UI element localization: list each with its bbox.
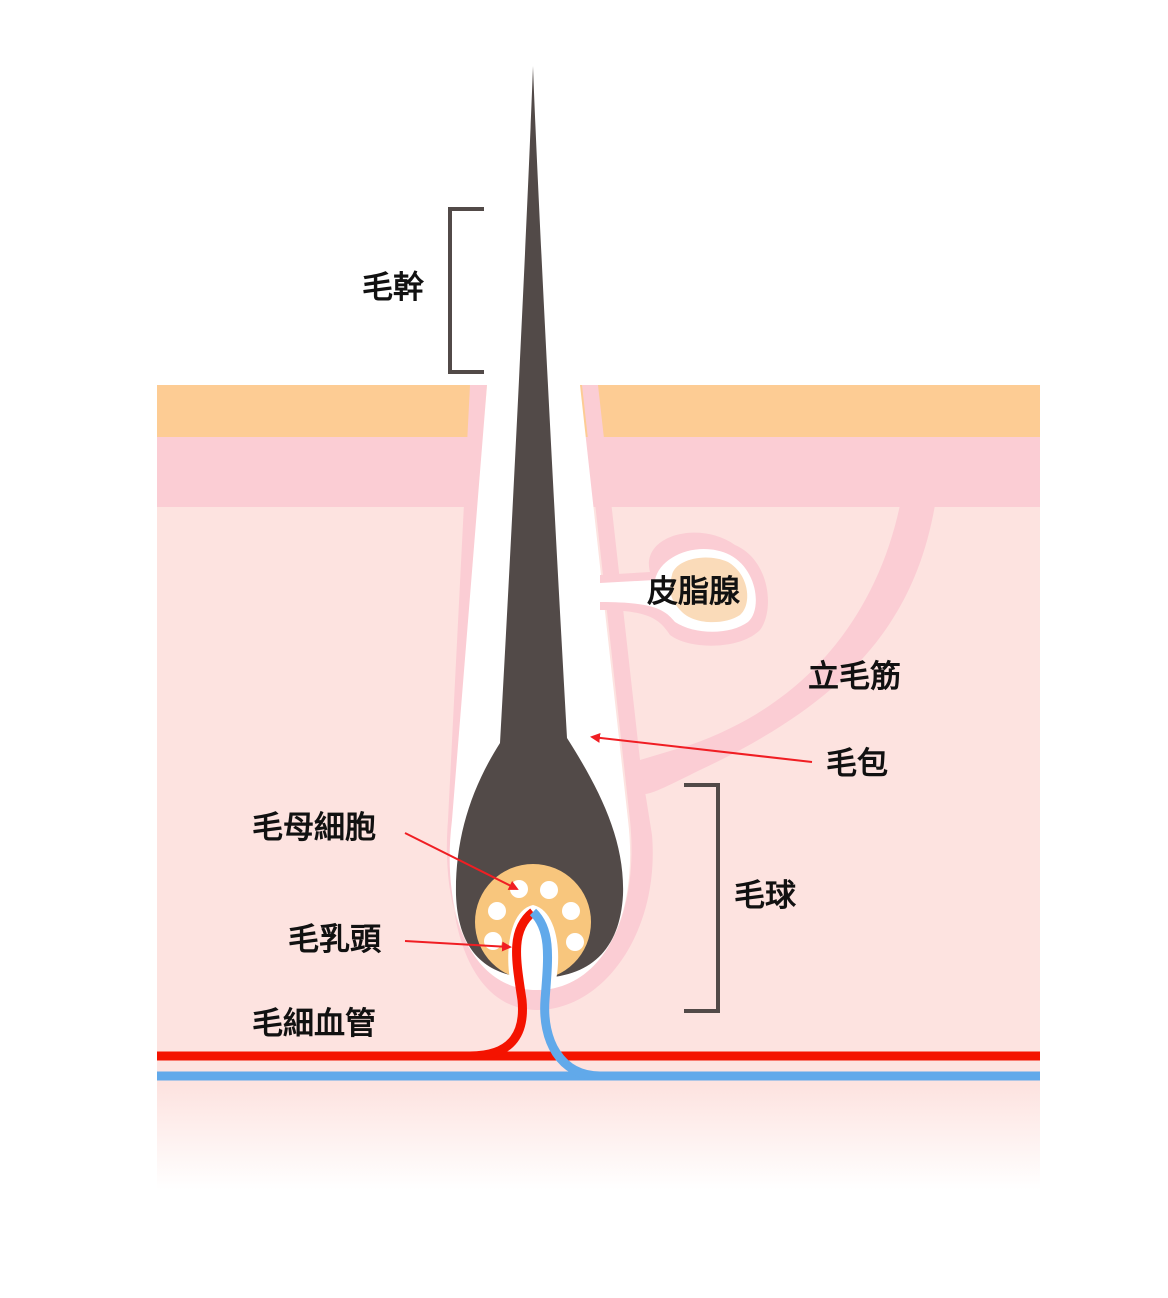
label-hair-shaft: 毛幹 <box>362 270 425 306</box>
hair-bulb-bracket <box>684 783 720 1013</box>
vein-loop <box>529 908 601 1081</box>
label-capillaries: 毛細血管 <box>252 1006 376 1042</box>
hair-shaft <box>455 66 624 978</box>
label-matrix-cells: 毛母細胞 <box>252 810 376 846</box>
artery-loop <box>469 908 537 1061</box>
follicle-arrow <box>590 732 813 763</box>
label-dermal-papilla: 毛乳頭 <box>288 922 382 958</box>
follicle-outer-sheath <box>446 385 653 1010</box>
label-arrector-pili: 立毛筋 <box>808 659 901 695</box>
dermal-papilla-arrow <box>404 940 512 952</box>
subcutaneous-fade <box>157 1085 1040 1190</box>
matrix-cells-arrow <box>404 832 519 890</box>
label-hair-bulb: 毛球 <box>734 878 797 914</box>
skin-layers <box>157 385 1040 1190</box>
hair-shaft-bracket <box>448 207 484 374</box>
arrector-pili-muscle <box>640 505 935 794</box>
sebaceous-gland <box>600 532 768 646</box>
label-follicle: 毛包 <box>826 746 888 782</box>
label-sebaceous-gland: 皮脂腺 <box>647 574 741 610</box>
capillaries <box>157 908 1040 1081</box>
